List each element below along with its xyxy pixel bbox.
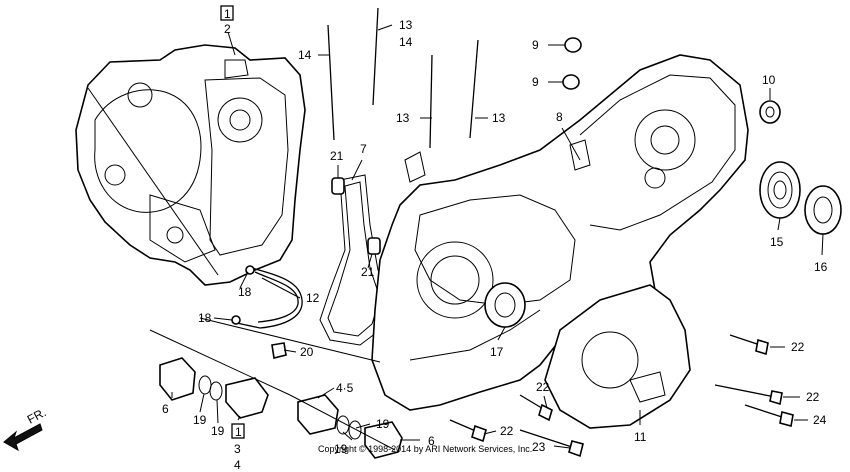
bottom-left-parts [159, 357, 269, 419]
dowel-pin [367, 237, 381, 255]
collar [562, 74, 580, 90]
callout-9: 9 [532, 75, 539, 89]
ball-bearing [759, 161, 801, 219]
callout-19: 19 [334, 442, 348, 456]
callout-17: 17 [490, 345, 504, 359]
callout-24: 24 [813, 413, 827, 427]
collar [564, 37, 582, 53]
front-direction-label: FR. [25, 405, 49, 426]
callout-11: 11 [634, 430, 647, 444]
oil-seal-right [804, 185, 842, 235]
dowel-pin [331, 177, 345, 195]
bolt-20 [271, 342, 287, 359]
callout-9: 9 [532, 38, 539, 52]
callout-15: 15 [770, 235, 784, 249]
callout-14: 14 [399, 35, 413, 49]
bolts [271, 334, 794, 458]
callout-22: 22 [806, 390, 820, 404]
callout-7: 7 [360, 142, 367, 156]
left-crankcase-cover [75, 44, 306, 286]
leader-lines [87, 24, 824, 451]
boxed-marker-label: 1 [235, 425, 242, 439]
callout-4-5: 4·5 [336, 381, 354, 395]
callout-12: 12 [306, 291, 320, 305]
callout-16: 16 [814, 260, 828, 274]
callout-22: 22 [500, 424, 514, 438]
callout-19: 19 [211, 424, 225, 438]
studs [327, 7, 479, 149]
callout-6: 6 [428, 434, 435, 448]
callout-18: 18 [238, 285, 252, 299]
callout-22: 22 [536, 380, 550, 394]
front-direction-arrow [3, 423, 43, 452]
cover-gasket [544, 284, 691, 429]
callout-22: 22 [791, 340, 805, 354]
callout-13: 13 [396, 111, 410, 125]
callout-labels: 1 1 2 3 4 4·5 6 6 7 8 9 9 10 11 12 13 13… [25, 7, 828, 472]
callout-13: 13 [399, 18, 413, 32]
boxed-marker-label: 1 [224, 7, 231, 21]
callout-18: 18 [198, 311, 212, 325]
right-crankcase [371, 54, 749, 411]
needle-bearing [759, 100, 781, 124]
callout-19: 19 [193, 413, 207, 427]
callout-21: 21 [330, 149, 344, 163]
callout-14: 14 [298, 48, 312, 62]
callout-10: 10 [762, 73, 776, 87]
boxed-marker-top [220, 5, 234, 21]
callout-8: 8 [556, 110, 563, 124]
callout-2: 2 [224, 22, 231, 36]
callout-19: 19 [376, 417, 390, 431]
callout-3: 3 [234, 442, 241, 456]
copyright-notice: Copyright © 1998-2014 by ARI Network Ser… [318, 444, 532, 454]
callout-4: 4 [234, 458, 241, 472]
crankcase-gasket [319, 174, 391, 346]
callout-20: 20 [300, 345, 314, 359]
callout-23: 23 [532, 440, 546, 454]
oil-seal [484, 282, 526, 328]
callout-21: 21 [361, 265, 375, 279]
callout-13: 13 [492, 111, 506, 125]
boxed-marker-bottom [231, 423, 245, 439]
callout-6: 6 [162, 402, 169, 416]
